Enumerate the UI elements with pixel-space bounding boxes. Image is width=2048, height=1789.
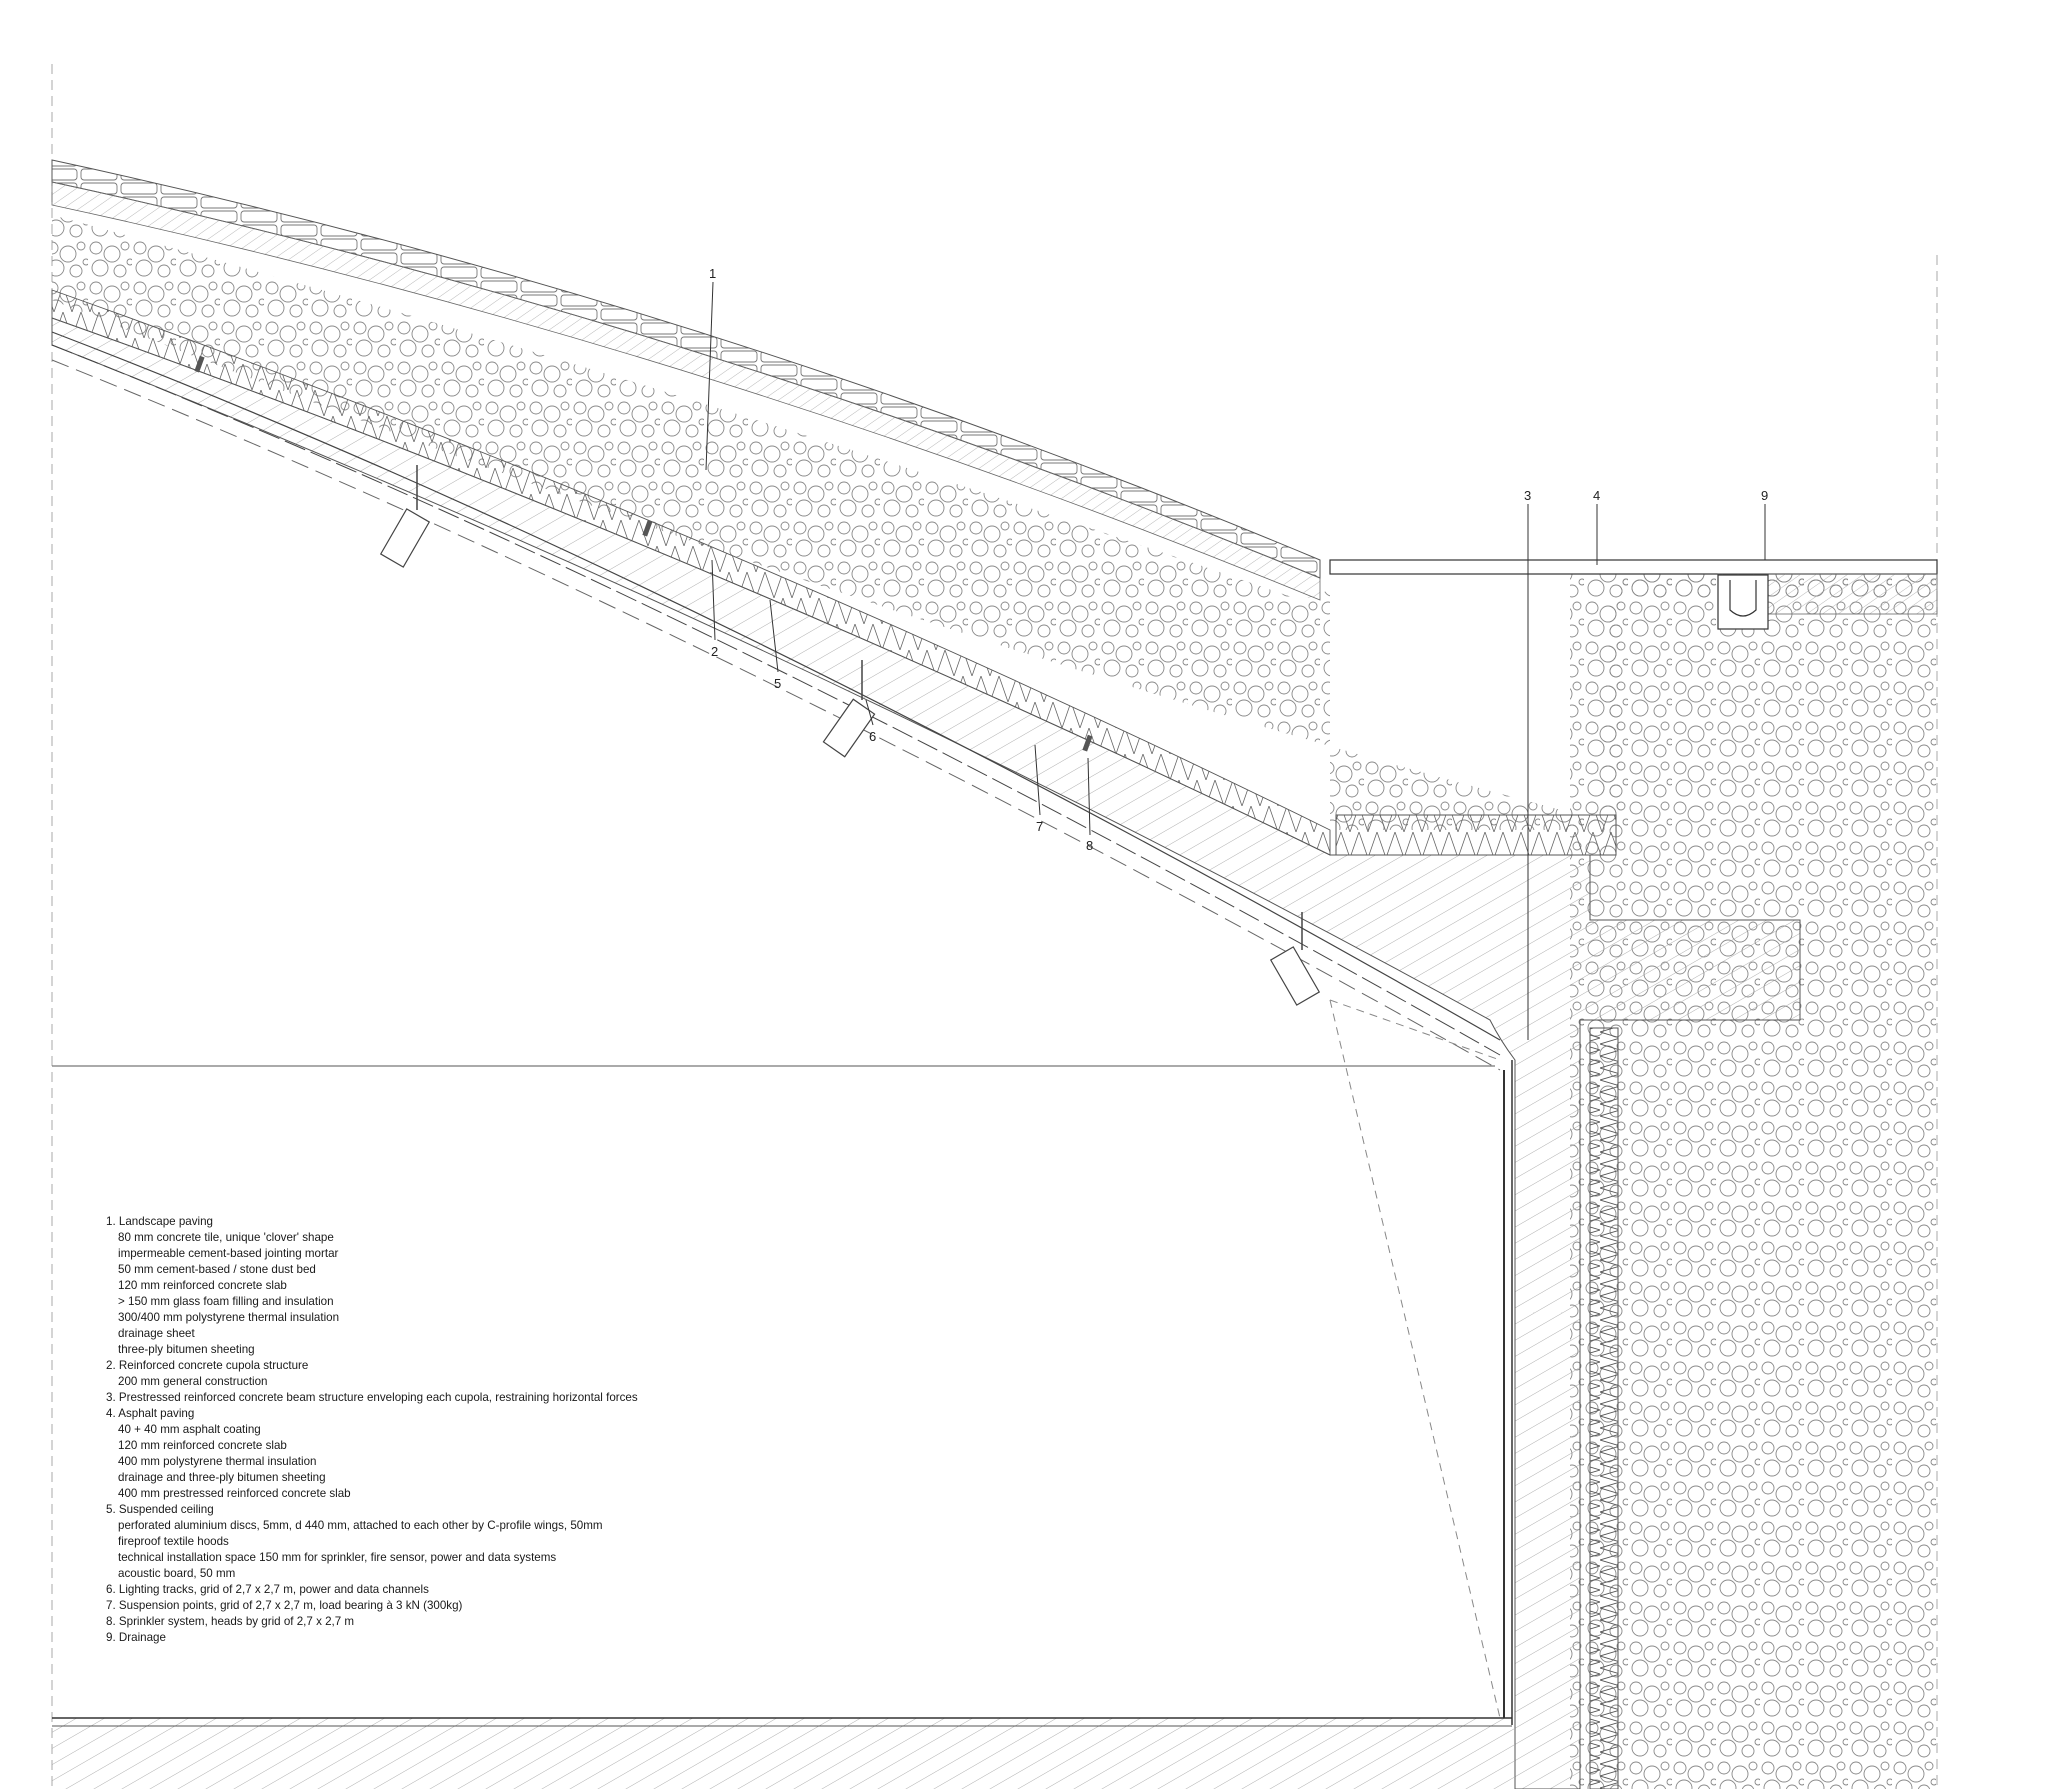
- legend-item-9: 9. Drainage: [106, 1631, 166, 1644]
- leader-2: [711, 559, 716, 641]
- legend-item-4: 4. Asphalt paving 40 + 40 mm asphalt coa…: [106, 1407, 351, 1500]
- callout-3: 3: [1524, 488, 1531, 503]
- light-cone-1: [1329, 999, 1501, 1719]
- legend-item-3: 3. Prestressed reinforced concrete beam …: [106, 1391, 638, 1404]
- callout-4: 4: [1593, 488, 1600, 503]
- glass-foam-layer: [52, 215, 1937, 830]
- beam-insulation: [1335, 814, 1617, 856]
- sprinkler-head-3: [1082, 734, 1093, 752]
- drainage-gutter: [1729, 580, 1757, 617]
- legend-item-5: 5. Suspended ceiling perforated aluminiu…: [106, 1503, 603, 1580]
- legend-item-8: 8. Sprinkler system, heads by grid of 2,…: [106, 1615, 355, 1628]
- wall-insulation: [1589, 1027, 1619, 1789]
- callout-8: 8: [1086, 838, 1093, 853]
- earth-fill: [1570, 560, 1937, 1789]
- floor-slab: [52, 1718, 1514, 1789]
- legend-item-1: 1. Landscape paving 80 mm concrete tile,…: [106, 1215, 340, 1356]
- ceiling-line-2: [51, 344, 1501, 1056]
- sprinkler-head-1: [194, 355, 205, 373]
- light-fixture-2: [822, 660, 876, 758]
- leader-8: [1087, 757, 1091, 836]
- legend: 1. Landscape paving 80 mm concrete tile,…: [106, 1214, 806, 1646]
- callout-7: 7: [1036, 819, 1043, 834]
- ceiling-line-1: [51, 331, 1501, 1041]
- leader-6: [865, 699, 874, 726]
- tile-slab-layer: [51, 181, 1321, 601]
- cupola-structure: [51, 317, 1801, 1789]
- sprinkler-head-2: [642, 519, 653, 537]
- leader-5: [769, 599, 779, 673]
- callout-1: 1: [709, 266, 716, 281]
- callout-5: 5: [774, 676, 781, 691]
- callout-2: 2: [711, 644, 718, 659]
- asphalt-paving: [1329, 559, 1938, 575]
- callout-6: 6: [869, 729, 876, 744]
- legend-item-6: 6. Lighting tracks, grid of 2,7 x 2,7 m,…: [106, 1583, 429, 1596]
- callout-9: 9: [1761, 488, 1768, 503]
- legend-item-7: 7. Suspension points, grid of 2,7 x 2,7 …: [106, 1599, 463, 1612]
- drainage-channel: [1717, 574, 1769, 630]
- leader-1: [705, 281, 714, 471]
- light-cone-2: [1329, 999, 1501, 1061]
- leader-7: [1034, 744, 1041, 816]
- legend-item-2: 2. Reinforced concrete cupola structure …: [106, 1359, 309, 1388]
- ceiling-line-3: [51, 359, 1501, 1071]
- light-fixture-3: [1269, 912, 1321, 1006]
- light-fixture-1: [379, 465, 431, 568]
